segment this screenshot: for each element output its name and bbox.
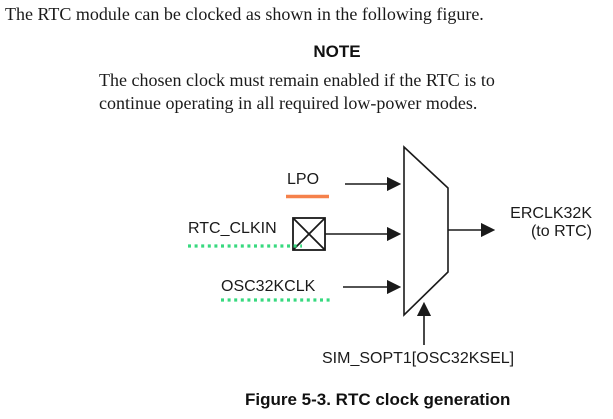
rtc-clkin-link-label[interactable]: RTC_CLKIN bbox=[188, 220, 277, 237]
note-title: NOTE bbox=[313, 42, 361, 61]
lpo-link-label[interactable]: LPO bbox=[287, 171, 320, 188]
crossed-box-pin-icon bbox=[292, 217, 326, 251]
erclk32k-output-label-line1: ERCLK32K bbox=[510, 205, 592, 222]
osc32kclk-link-label[interactable]: OSC32KCLK bbox=[221, 278, 316, 295]
figure-caption: Figure 5-3. RTC clock generation bbox=[245, 390, 511, 409]
mux-select-label: SIM_SOPT1[OSC32KSEL] bbox=[322, 350, 515, 367]
erclk32k-output-label: ERCLK32K (to RTC) bbox=[480, 205, 592, 241]
intro-paragraph: The RTC module can be clocked as shown i… bbox=[5, 4, 484, 24]
note-body-line-2: continue operating in all required low-p… bbox=[99, 93, 478, 113]
multiplexer-icon bbox=[403, 145, 449, 317]
erclk32k-output-label-line2: (to RTC) bbox=[530, 223, 592, 240]
note-body-line-1: The chosen clock must remain enabled if … bbox=[99, 70, 495, 90]
